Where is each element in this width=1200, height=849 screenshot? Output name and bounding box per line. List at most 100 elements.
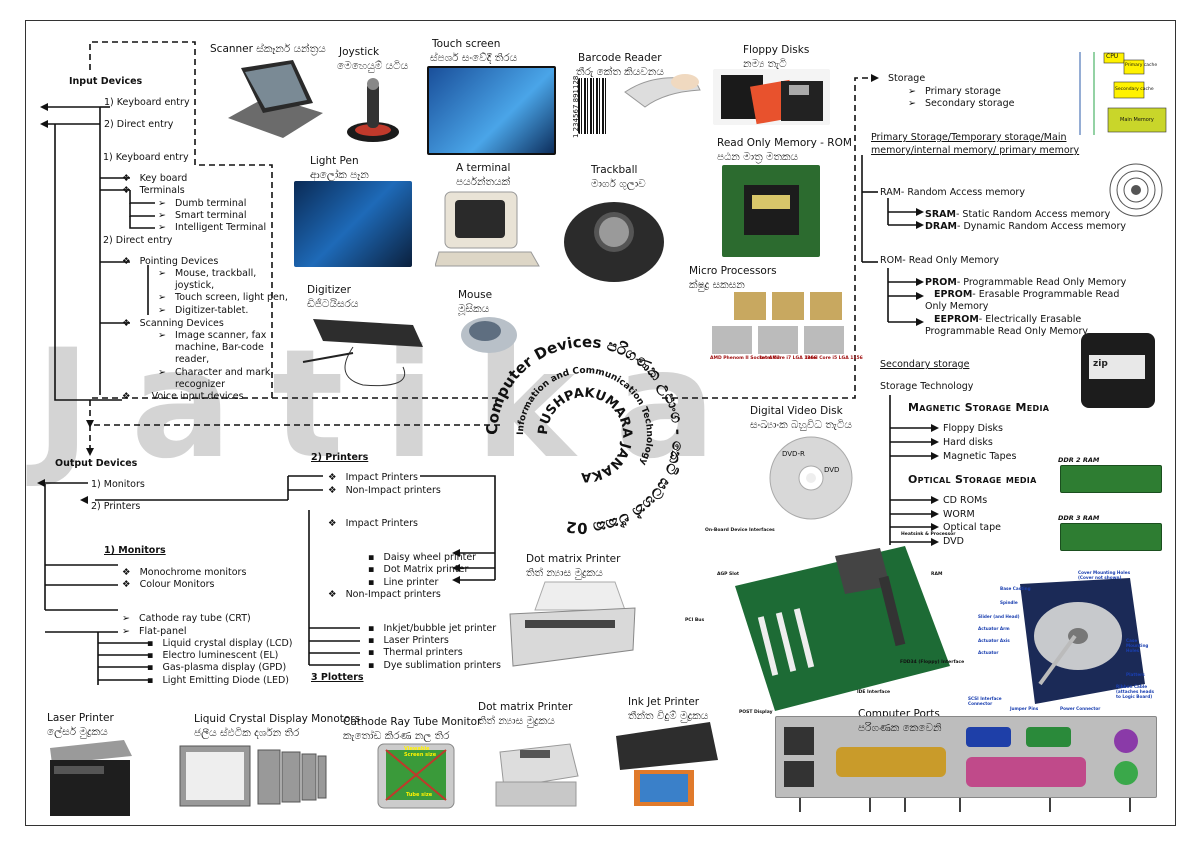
caption-joystick: Joystick [339,46,380,58]
item-led: ▪ Light Emitting Diode (LED) [147,675,289,686]
caption-light-pen: Light Pen [310,155,359,167]
monitors-heading: 1) Monitors [104,545,166,556]
label-i5: Intel Core i5 LGA 1156 [806,356,863,361]
item-monochrome: ❖ Monochrome monitors [122,567,247,578]
item-dye-sublimation: ▪ Dye sublimation printers [368,660,501,671]
label-ddr3: DDR 3 RAM [1058,514,1100,522]
crt-monitor-image: Viewable Screen size Tube size [376,742,456,820]
item-thermal: ▪ Thermal printers [368,647,463,658]
caption-mouse: Mouse [458,289,493,301]
caption-dot-matrix-si: තිත් න්‍යාස මුද්‍රකය [526,567,603,579]
caption-computer-ports-si: පරිගණක කෙවෙනි [858,722,942,734]
item-dram: DRAM- Dynamic Random Access memory [925,221,1126,232]
item-gpd: ▪ Gas-plasma display (GPD) [147,662,287,673]
item-dumb-terminal: ➢ Dumb terminal [158,198,247,209]
keyboard-entry-heading: 1) Keyboard entry [103,152,189,163]
disk-track-diagram [1100,162,1168,220]
item-colour-monitors: ❖ Colour Monitors [122,579,215,590]
caption-light-pen-si: ආලෝක පෑන [310,169,369,181]
label-primary-cache: Primary cache [1125,63,1158,68]
caption-trackball-si: මාර්ග ගුලාව [591,178,646,190]
label-power: Power Connector [1060,706,1101,711]
label-heatsink: Heatsink & Processor [901,532,956,537]
dvd-image: DVD-R DVD [768,435,854,521]
item-floppy-disks: Floppy Disks [943,423,1003,434]
item-line-printer: ▪ Line printer [368,577,439,588]
caption-dot-matrix: Dot matrix Printer [526,553,621,565]
item-primary-storage: ➢ Primary storage [908,86,1001,97]
center-circular-logo: Computer Devices පරිගණක උපාංග - කෙටි සටහ… [480,330,690,540]
label-onboard-interfaces: On-Board Device Interfaces [705,528,775,533]
item-prom: PROM- Programmable Read Only Memory [925,277,1127,288]
caption-micro-processors-si: ක්ෂුද්‍ර සකසන [689,279,745,291]
caption-touch-screen-si: ස්පර්ශ සංවේදී තිරය [430,52,518,64]
caption-micro-processors: Micro Processors [689,265,777,277]
caption-digitizer-si: ඩිජිටයිසරය [307,298,359,310]
label-i7: Intel Core i7 LGA 1366 [760,356,817,361]
logo-middle-text: Information and Communication Technology [516,366,654,467]
label-mb-ram: RAM [931,572,943,577]
ddr2-ram-image [1060,465,1162,493]
caption-inkjet: Ink Jet Printer [628,696,700,708]
ddr3-ram-image [1060,523,1162,551]
item-pointing-devices: ❖ Pointing Devices [122,256,219,267]
caption-lcd-monitors-si: ජලීය ස්ඵටික දර්ශන තිර [194,727,300,739]
caption-laser-printer-si: ලේසර් මුද්‍රකය [47,726,108,738]
primary-storage-heading-2: memory/internal memory/ primary memory [871,145,1080,156]
label-post: POST Display [739,710,773,715]
caption-dot-matrix-2: Dot matrix Printer [478,701,573,713]
storage-title: Storage [888,73,926,84]
input-item-direct-entry: 2) Direct entry [104,119,174,130]
output-devices-title: Output Devices [55,458,138,469]
item-eprom: EPROM- Erasable Programmable Read [934,289,1120,300]
caption-dvd: Digital Video Disk [750,405,843,417]
label-ribbon: Ribbon Cable (attaches heads to Logic Bo… [1116,684,1154,699]
printers-heading: 2) Printers [311,452,369,463]
barcode-reader-image [615,62,705,112]
caption-laser-printer: Laser Printer [47,712,114,724]
caption-barcode-si: තීරු කේත කියවනය [576,66,664,78]
caption-crt-monitor-si: කැතෝඩ කිරණ නල තිර [343,730,450,742]
input-item-keyboard-entry: 1) Keyboard entry [104,97,190,108]
item-character-recognizer: ➢ Character and mark [158,367,271,378]
item-eprom-2: Only Memory [925,301,989,312]
barcode-digits: 1 234567 891128 [572,75,580,138]
item-reader: reader, [175,354,210,365]
input-devices-title: Input Devices [69,76,143,87]
caption-lcd-monitors: Liquid Crystal Display Monotors [194,713,361,725]
item-key-board: ❖ Key board [122,173,188,184]
plotters-heading: 3 Plotters [311,672,364,683]
label-actuator-arm: Actuator Arm [978,626,1010,631]
label-spindle: Spindle [1000,600,1018,605]
item-eeprom-2: Programmable Read Only Memory [925,326,1088,337]
item-smart-terminal: ➢ Smart terminal [158,210,247,221]
logo-ring-text: Computer Devices පරිගණක උපාංග - කෙටි සටහ… [483,333,687,537]
label-slider: Slider (and Head) [978,614,1020,619]
item-el: ▪ Electro luminescent (EL) [147,650,279,661]
hard-disk-image: Base Casting Spindle Slider (and Head) A… [968,570,1155,712]
barcode-image [578,78,608,134]
caption-inkjet-si: තීන්ත විදුම් මුද්‍රකය [628,710,709,722]
label-dvd: DVD [824,466,840,474]
item-sram: SRAM- Static Random Access memory [925,209,1111,220]
rom-chip-image [722,165,820,257]
label-actuator-axis: Actuator Axis [978,638,1010,643]
caption-trackball: Trackball [591,164,638,176]
item-optical-tape: Optical tape [943,522,1001,533]
label-cpu: CPU [1106,53,1119,60]
item-magnetic-tapes: Magnetic Tapes [943,451,1017,462]
terminal-image [435,188,541,270]
caption-touch-screen: Touch screen [432,38,501,50]
item-intelligent-terminal: ➢ Intelligent Terminal [158,222,267,233]
item-daisy-wheel: ▪ Daisy wheel printer [368,552,477,563]
memory-hierarchy-diagram: CPU Primary cache Secondary cache Main M… [1058,50,1168,140]
label-amd: AMD Phenom II Socket AM3 [710,356,781,361]
item-hard-disks: Hard disks [943,437,993,448]
item-secondary-storage: ➢ Secondary storage [908,98,1015,109]
output-item-monitors: 1) Monitors [91,479,145,490]
item-terminals: ❖ Terminals [122,185,185,196]
item-worm: WORM [943,509,975,520]
item-touch-screen: ➢ Touch screen, light pen, [158,292,288,303]
light-pen-image [294,181,412,267]
laser-printer-image [44,738,134,818]
